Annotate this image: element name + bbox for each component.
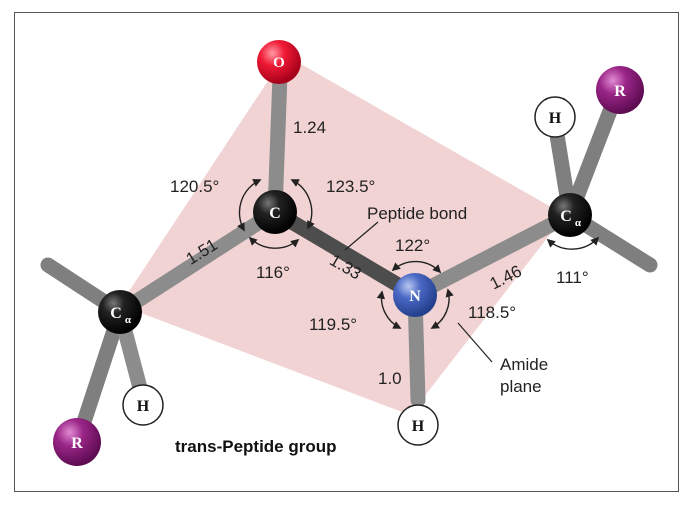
amide-plane-pointer: [457, 322, 493, 363]
atom-h-left: H: [122, 384, 164, 426]
svg-text:O: O: [273, 55, 285, 71]
arc-c-n-h: [376, 290, 402, 329]
atom-c: C: [253, 190, 297, 234]
angle-arcs: [237, 179, 600, 329]
svg-text:α: α: [575, 217, 582, 229]
arc-o-c-n: [290, 179, 315, 230]
angle-n-ca: 111°: [556, 268, 589, 287]
svg-text:C: C: [560, 208, 572, 225]
atom-h-n: H: [397, 404, 439, 446]
svg-text:C: C: [110, 305, 122, 322]
angle-c-n-h: 119.5°: [309, 315, 357, 334]
atom-o: O: [257, 40, 301, 84]
svg-text:H: H: [412, 418, 425, 435]
atom-ca-right: C α: [548, 193, 592, 237]
arc-ca-c-o: [237, 179, 262, 232]
bond-length-c-o: 1.24: [293, 118, 326, 137]
angle-h-n-ca: 118.5°: [468, 303, 516, 322]
svg-text:H: H: [549, 110, 562, 127]
bond-length-n-h: 1.0: [378, 369, 402, 388]
atom-n: N: [393, 273, 437, 317]
peptide-bond-pointer: [344, 221, 379, 251]
svg-text:R: R: [614, 83, 626, 100]
svg-text:α: α: [125, 314, 132, 326]
amide-label: Amide: [500, 355, 548, 374]
angle-ca-c-o: 120.5°: [170, 177, 219, 196]
plane-label: plane: [500, 377, 542, 396]
svg-text:C: C: [269, 205, 281, 222]
atom-h-right: H: [534, 96, 576, 138]
arc-h-n-ca: [430, 288, 454, 329]
peptide-bond-label: Peptide bond: [367, 204, 467, 223]
amide-plane: [120, 55, 565, 415]
atom-r-left: R: [53, 418, 101, 466]
angle-o-c-n: 123.5°: [326, 177, 375, 196]
atom-ca-left: C α: [98, 290, 142, 334]
svg-text:R: R: [71, 435, 83, 452]
arc-c-n-ca: [391, 260, 442, 274]
arc-n-ca: [546, 236, 600, 250]
svg-text:N: N: [409, 288, 421, 305]
angle-ca-c-n: 116°: [256, 263, 290, 282]
atom-r-right: R: [596, 66, 644, 114]
angle-c-n-ca: 122°: [395, 236, 430, 255]
arc-ca-c-n: [248, 236, 300, 249]
bond-c-o: [267, 67, 288, 220]
svg-text:H: H: [137, 398, 150, 415]
figure-caption: trans-Peptide group: [175, 437, 337, 456]
bond-n-ca2: [407, 207, 578, 303]
